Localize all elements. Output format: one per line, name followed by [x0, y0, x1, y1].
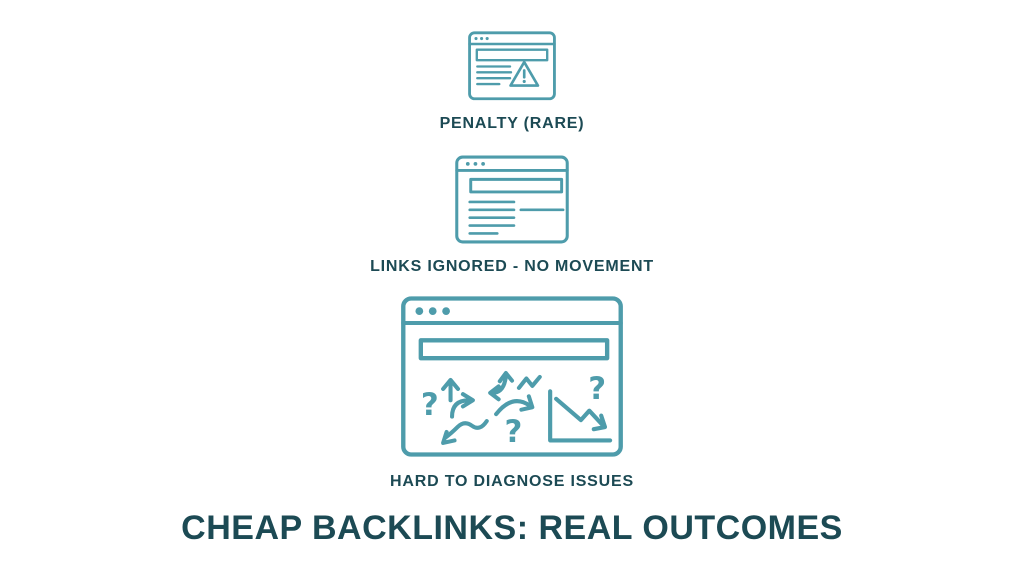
warning-triangle-icon: [509, 60, 540, 87]
outcome-label-links-ignored: LINKS IGNORED - NO MOVEMENT: [370, 258, 654, 275]
browser-confusion-icon: ? ? ?: [401, 296, 623, 457]
slide-title: CHEAP BACKLINKS: REAL OUTCOMES: [181, 509, 843, 547]
elbow-arrow-icon: [449, 392, 475, 419]
search-bar-icon: [418, 338, 610, 361]
up-arrow-icon: [441, 377, 461, 403]
browser-warning-icon: [468, 31, 556, 101]
outcome-label-penalty: PENALTY (RARE): [439, 115, 585, 132]
outcome-hard-to-diagnose: ? ? ? HARD TO DIAGNOSE ISSUES: [390, 296, 634, 490]
outcome-links-ignored: LINKS IGNORED - NO MOVEMENT: [370, 155, 654, 275]
split-arrow-icon: [488, 370, 515, 402]
question-mark-icon: ?: [588, 371, 606, 407]
chart-axes-icon: [548, 389, 613, 443]
wavy-arrow-icon: [441, 419, 489, 445]
browser-webpage-icon: [455, 155, 569, 244]
outcome-penalty: PENALTY (RARE): [440, 31, 585, 132]
outcome-label-hard-to-diagnose: HARD TO DIAGNOSE ISSUES: [390, 473, 634, 490]
arc-arrow-icon: [494, 394, 535, 417]
declining-line-icon: [554, 396, 608, 432]
question-mark-icon: ?: [421, 387, 439, 423]
question-mark-icon: ?: [505, 414, 523, 450]
zigzag-icon: [516, 374, 542, 390]
